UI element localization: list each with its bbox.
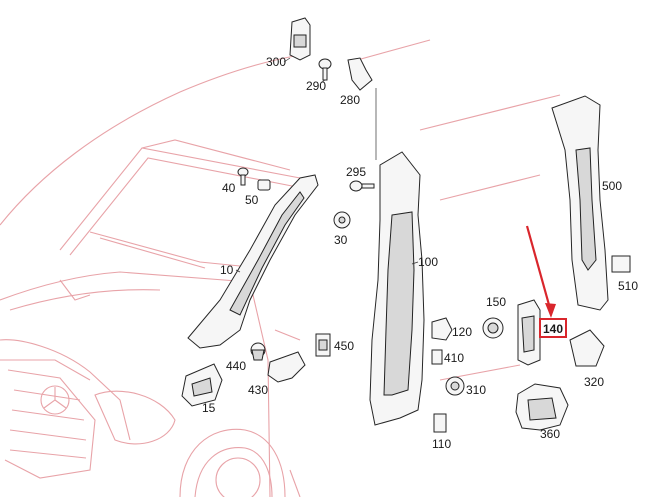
part-15-bracket — [181, 363, 223, 407]
part-110-clip — [433, 413, 447, 433]
label-320: 320 — [584, 375, 604, 389]
part-150-grommet — [482, 317, 504, 339]
label-40: 40 — [222, 181, 236, 195]
part-295-screw — [349, 180, 375, 192]
highlight-arrow — [525, 225, 556, 318]
part-320-plate — [569, 329, 605, 367]
label-30: 30 — [334, 233, 348, 247]
label-140: 140 — [543, 322, 563, 336]
part-310-cap — [445, 376, 465, 396]
label-110: 110 — [432, 437, 451, 451]
part-10-pillar-trim — [187, 174, 319, 349]
part-50-nut — [257, 179, 271, 191]
label-360: 360 — [540, 427, 560, 441]
part-450-connector — [315, 333, 331, 357]
part-440-clip — [250, 342, 266, 361]
label-310: 310 — [466, 383, 486, 397]
label-290: 290 — [306, 79, 326, 93]
label-150: 150 — [486, 295, 506, 309]
part-30-clip — [333, 211, 351, 229]
label-295: 295 — [346, 165, 366, 179]
part-300-clip — [283, 17, 311, 63]
label-10: 10 — [220, 263, 234, 277]
part-40-screw — [237, 167, 249, 186]
label-50: 50 — [245, 193, 259, 207]
label-15: 15 — [202, 401, 216, 415]
label-280: 280 — [340, 93, 360, 107]
part-410-block — [431, 349, 443, 365]
part-100-pillar-trim — [369, 151, 425, 426]
part-140-highlight-box — [539, 318, 567, 338]
label-300: 300 — [266, 55, 286, 69]
part-510-plate — [611, 255, 631, 273]
label-500: 500 — [602, 179, 622, 193]
label-510: 510 — [618, 279, 638, 293]
part-290-screw — [318, 58, 332, 83]
label-430: 430 — [248, 383, 268, 397]
part-430-bracket — [267, 351, 306, 383]
part-500-pillar-trim — [551, 95, 609, 311]
part-140-trim-strip — [517, 299, 541, 366]
label-100: 100 — [418, 255, 438, 269]
part-120-clip — [431, 317, 453, 341]
label-450: 450 — [334, 339, 354, 353]
part-280-bracket — [347, 57, 377, 160]
label-120: 120 — [452, 325, 472, 339]
label-440: 440 — [226, 359, 246, 373]
part-360-bracket — [515, 383, 569, 431]
label-410: 410 — [444, 351, 464, 365]
van-outline — [0, 39, 561, 497]
